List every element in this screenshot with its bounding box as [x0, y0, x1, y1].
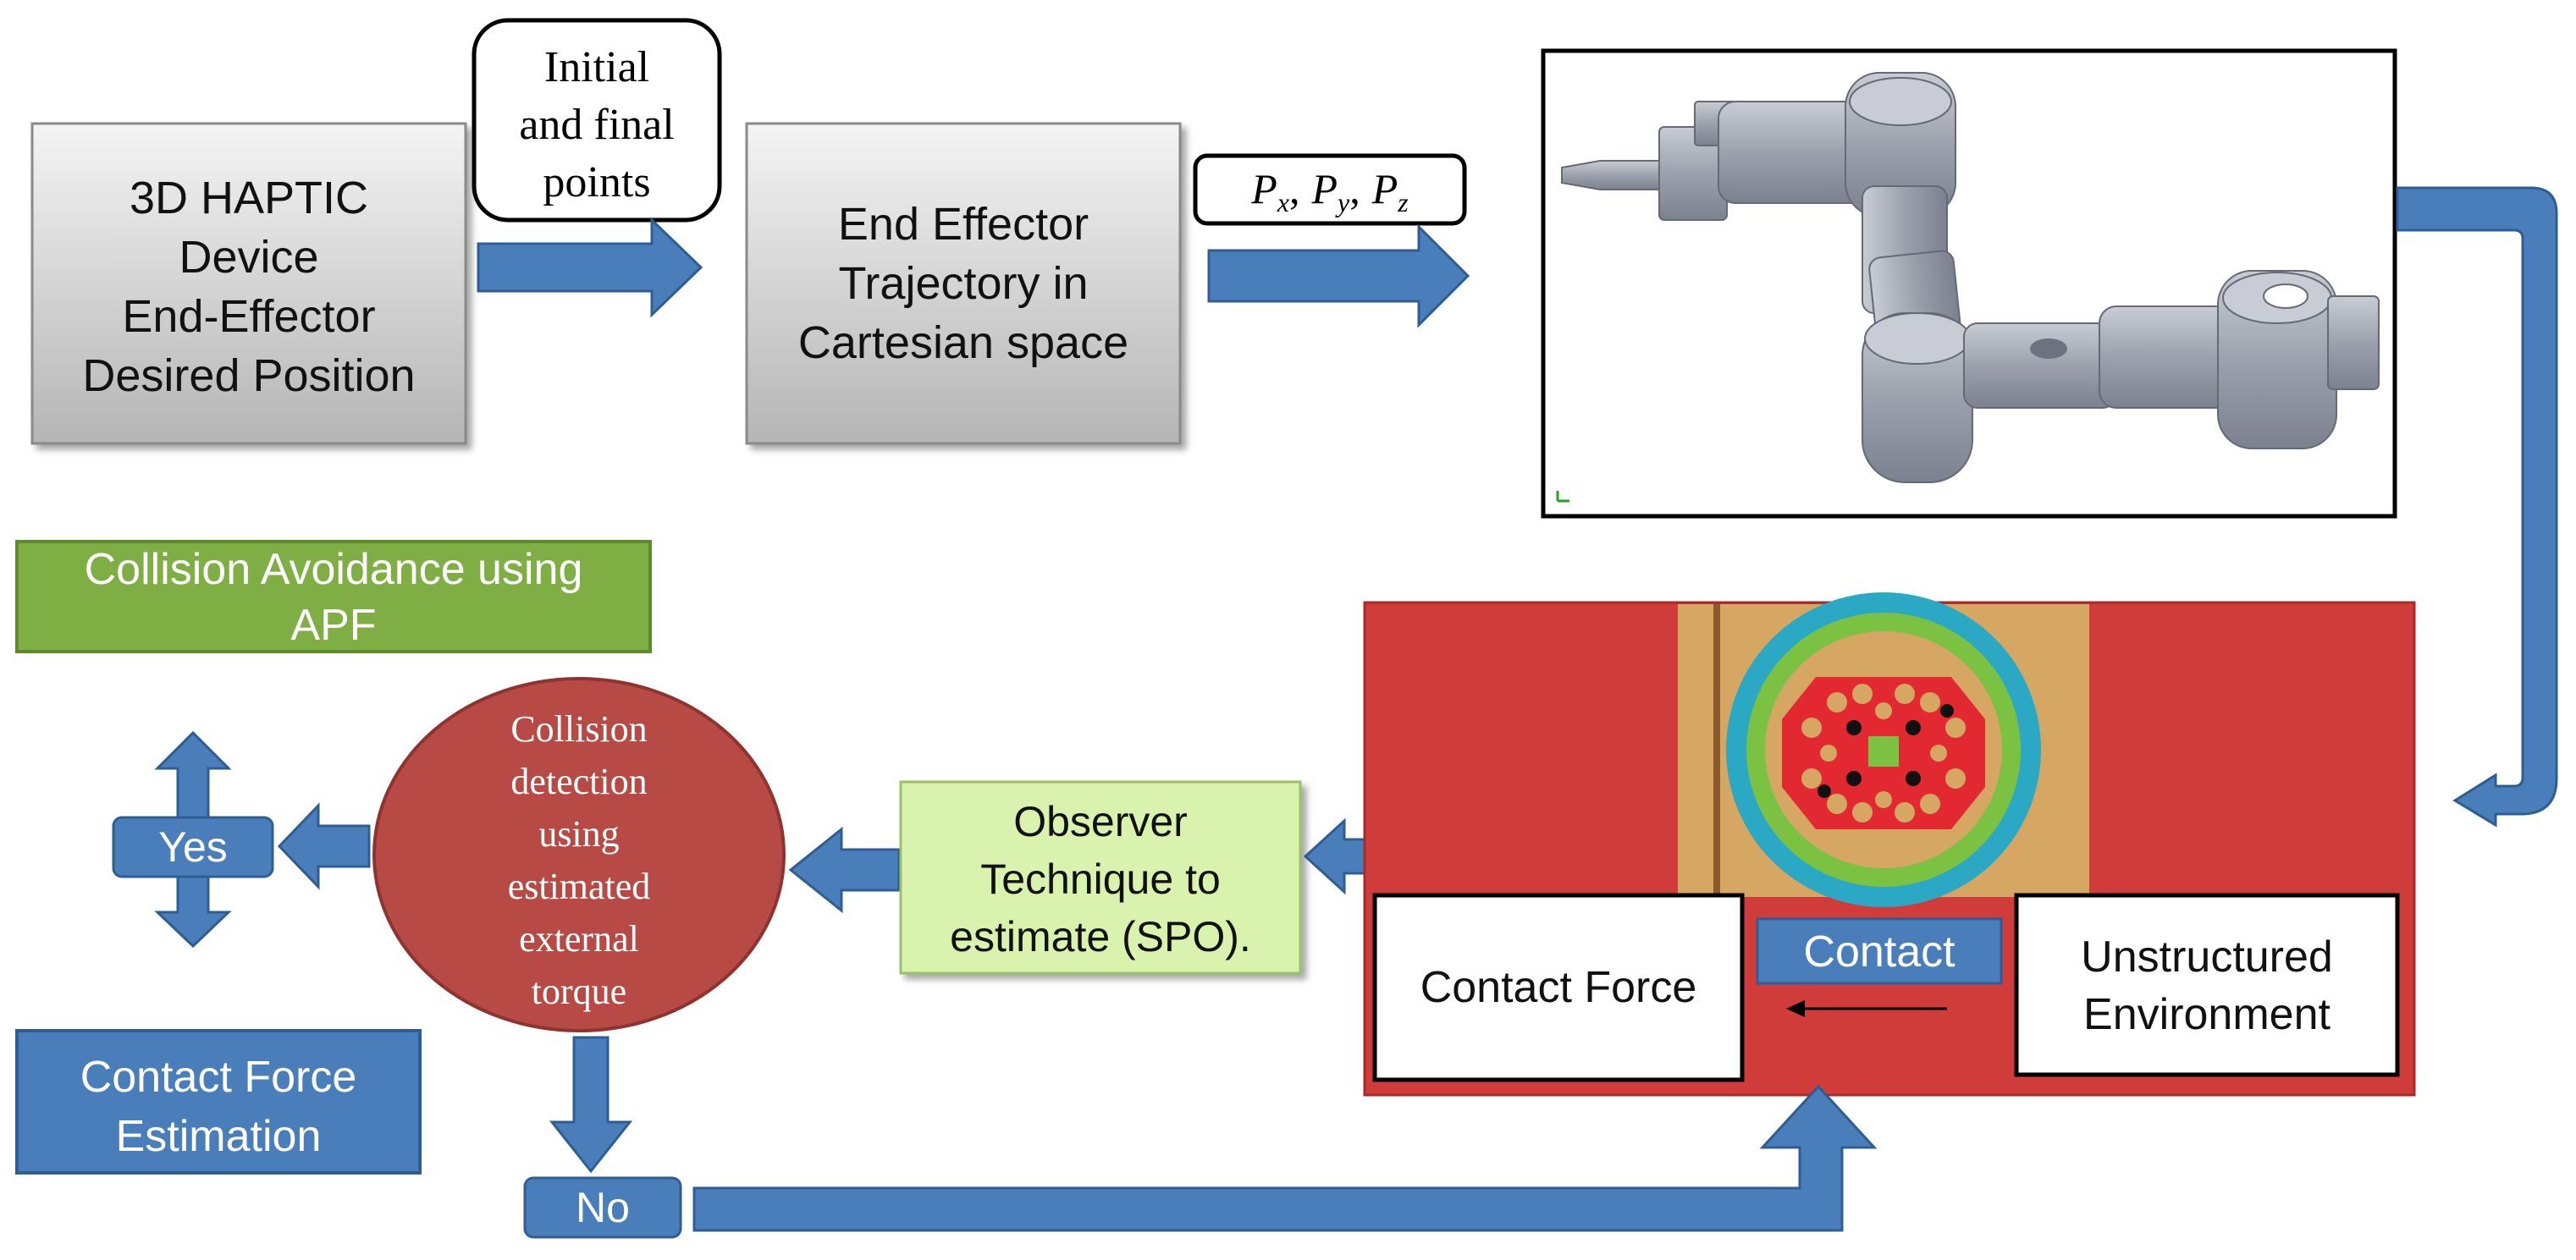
haptic-line-3: End-Effector [122, 291, 375, 342]
initial-line-2: and final [519, 101, 674, 149]
yes-label: Yes [158, 823, 228, 871]
initial-final-callout [472, 18, 722, 223]
arrow-detection-to-yes [277, 802, 371, 890]
detection-line-6: torque [532, 971, 626, 1012]
trajectory-line-1: End Effector [838, 199, 1089, 250]
collision-detection-circle [372, 677, 786, 1032]
contact-direction-head [1786, 1000, 1805, 1017]
initial-line-1: Initial [544, 43, 649, 91]
initial-line-3: points [543, 158, 650, 206]
arrow-observer-to-detection [788, 826, 901, 914]
haptic-line-2: Device [179, 232, 318, 283]
unstructured-line-2: Environment [2083, 990, 2331, 1039]
pxyz-label: Px,Py,Pz [1250, 165, 1409, 217]
contact-force-estimation-box [15, 1029, 422, 1175]
arrow-haptic-to-trajectory [477, 217, 703, 318]
observer-line-2: Technique to [980, 856, 1221, 903]
contact-force-box [1372, 893, 1745, 1082]
haptic-line-4: Desired Position [82, 350, 415, 401]
robot-arm-illustration [1556, 72, 2380, 503]
no-label: No [576, 1184, 630, 1231]
detection-line-5: external [519, 918, 639, 960]
pxyz-label-box [1193, 153, 1467, 226]
arrow-no-to-environment [692, 1084, 1878, 1232]
haptic-line-1: 3D HAPTIC [130, 173, 368, 223]
trajectory-box [745, 122, 1182, 445]
contact-box [1756, 917, 2003, 985]
estimation-line-2: Estimation [116, 1112, 322, 1161]
detection-line-3: using [538, 813, 619, 855]
observer-box [899, 780, 1302, 975]
arrow-yes-down [154, 870, 232, 949]
arrow-yes-up [154, 730, 232, 824]
detection-line-2: detection [510, 761, 647, 802]
estimation-line-1: Contact Force [80, 1053, 357, 1102]
contact-force-label: Contact Force [1420, 963, 1697, 1012]
observer-line-1: Observer [1013, 798, 1188, 845]
arrow-panel-to-observer [1303, 817, 1371, 895]
trajectory-line-2: Trajectory in [838, 258, 1088, 309]
arrow-detection-to-no [549, 1036, 633, 1174]
collision-avoidance-line-1: Collision Avoidance using [85, 545, 583, 594]
collision-avoidance-box [15, 540, 652, 653]
detection-line-1: Collision [510, 708, 647, 750]
arrow-robot-to-environment [2396, 186, 2558, 828]
contact-label: Contact [1803, 927, 1955, 977]
observer-line-3: estimate (SPO). [950, 913, 1251, 960]
reactor-core-illustration [1678, 592, 2089, 907]
haptic-device-box [30, 122, 467, 445]
yes-box [112, 816, 274, 878]
detection-line-4: estimated [508, 866, 651, 907]
unstructured-line-1: Unstructured [2081, 933, 2333, 982]
trajectory-line-3: Cartesian space [798, 317, 1128, 368]
arrow-trajectory-to-robot [1207, 223, 1470, 328]
no-box [523, 1176, 682, 1239]
collision-avoidance-line-2: APF [290, 601, 376, 650]
unstructured-environment-box [2014, 893, 2400, 1077]
